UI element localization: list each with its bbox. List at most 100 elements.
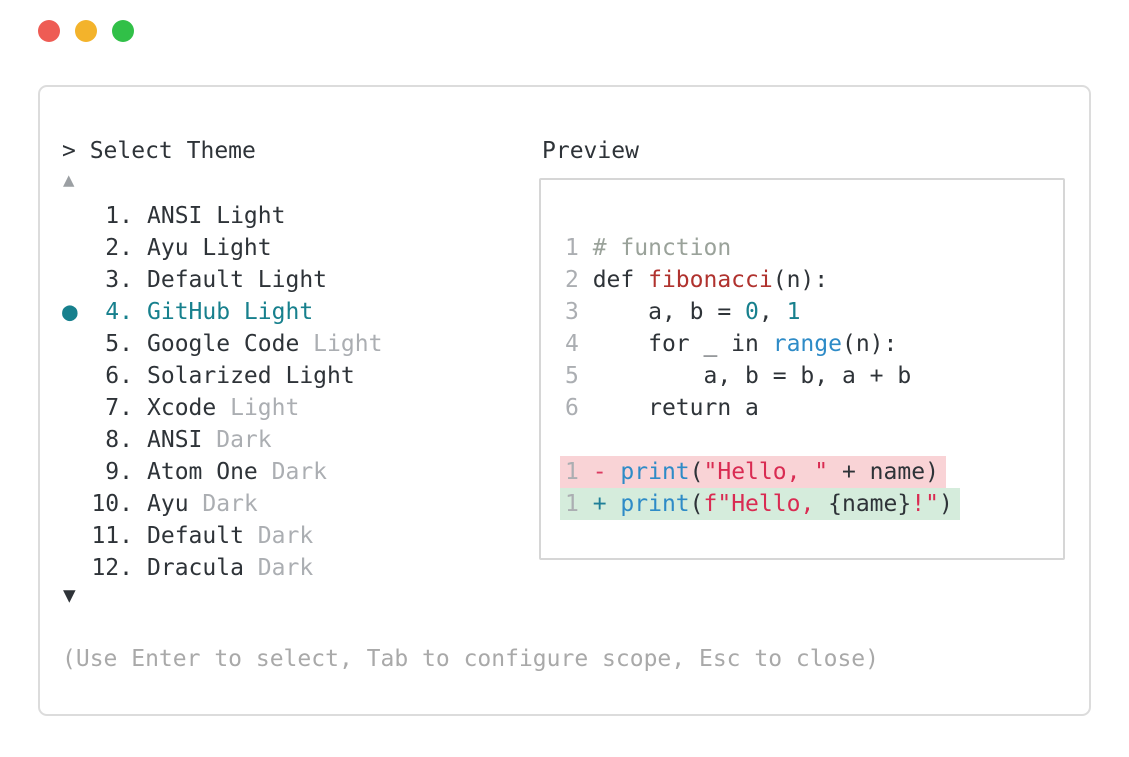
code-token-bi: print — [620, 491, 690, 517]
theme-item-name: Dracula — [147, 555, 244, 581]
code-token-ln: 1 — [565, 491, 593, 517]
theme-list-item[interactable]: 7. Xcode Light — [62, 392, 522, 424]
theme-item-number: 3. — [105, 267, 133, 293]
theme-list-item[interactable]: 9. Atom One Dark — [62, 456, 522, 488]
code-token-num: 1 — [786, 299, 801, 325]
theme-item-number: 9. — [105, 459, 133, 485]
theme-item-variant: Dark — [202, 427, 272, 453]
scroll-down-icon[interactable]: ▼ — [63, 583, 76, 607]
close-window-button[interactable] — [38, 20, 60, 42]
selected-item-bullet-icon: ● — [62, 297, 78, 327]
theme-item-name: Ayu — [147, 491, 189, 517]
theme-list-item[interactable]: ● 4. GitHub Light — [62, 296, 522, 328]
theme-item-variant: Light — [216, 395, 300, 421]
code-token-ln: 1 — [565, 235, 593, 261]
theme-item-name: Default Light — [147, 267, 328, 293]
code-line: 6 return a — [565, 392, 960, 424]
theme-item-number: 4. — [105, 299, 133, 325]
code-token-t: ( — [689, 459, 704, 485]
theme-list: 1. ANSI Light 2. Ayu Light 3. Default Light ● 4… — [62, 200, 522, 584]
theme-item-variant: Dark — [188, 491, 258, 517]
theme-item-variant: Light — [299, 331, 383, 357]
theme-item-variant: Dark — [243, 555, 314, 581]
code-token-ln: 6 — [565, 395, 593, 421]
code-line: 1 - print("Hello, " + name) — [560, 456, 960, 488]
theme-item-number: 10. — [91, 491, 133, 517]
theme-item-name: GitHub Light — [147, 299, 314, 325]
theme-item-variant: Dark — [257, 459, 328, 485]
code-token-bi: print — [620, 459, 690, 485]
theme-list-item[interactable]: 10. Ayu Dark — [62, 488, 522, 520]
code-line: 2 def fibonacci(n): — [565, 264, 960, 296]
code-token-del: - — [592, 459, 621, 485]
code-token-t: , — [758, 299, 787, 325]
theme-item-name: Atom One — [147, 459, 258, 485]
code-token-ln: 2 — [565, 267, 593, 293]
code-token-t: (n): — [772, 267, 829, 293]
window-controls — [38, 20, 134, 42]
minimize-window-button[interactable] — [75, 20, 97, 42]
code-line: 1 # function — [565, 232, 960, 264]
scroll-up-icon[interactable]: ▲ — [63, 169, 75, 191]
theme-list-item[interactable]: 6. Solarized Light — [62, 360, 522, 392]
code-token-str: "Hello, " — [703, 459, 829, 485]
select-theme-title: > Select Theme — [62, 138, 256, 164]
code-token-t: + name) — [828, 459, 939, 485]
diff-removed-line: 1 - print("Hello, " + name) — [560, 456, 946, 488]
code-line: 1 + print(f"Hello, {name}!") — [560, 488, 960, 520]
code-token-ln: 3 — [565, 299, 593, 325]
code-token-t: return a — [592, 395, 759, 421]
code-line: 3 a, b = 0, 1 — [565, 296, 960, 328]
diff-added-line: 1 + print(f"Hello, {name}!") — [560, 488, 960, 520]
theme-item-variant: Dark — [243, 523, 314, 549]
theme-selector-panel: > Select Theme Preview ▲ 1. ANSI Light 2. A… — [38, 85, 1091, 716]
theme-item-number: 12. — [91, 555, 133, 581]
theme-item-name: ANSI Light — [147, 203, 286, 229]
code-line: 5 a, b = b, a + b — [565, 360, 960, 392]
help-text: (Use Enter to select, Tab to configure s… — [62, 646, 879, 672]
code-token-bi: range — [772, 331, 842, 357]
theme-item-name: Google Code — [147, 331, 300, 357]
theme-item-number: 6. — [105, 363, 133, 389]
theme-list-item[interactable]: 3. Default Light — [62, 264, 522, 296]
code-token-str: f"Hello, — [703, 491, 829, 517]
theme-list-item[interactable]: 8. ANSI Dark — [62, 424, 522, 456]
code-token-t: (n): — [841, 331, 898, 357]
theme-item-number: 1. — [105, 203, 133, 229]
code-token-t: ( — [689, 491, 704, 517]
theme-item-number: 7. — [105, 395, 133, 421]
code-token-t: a, b = b, a + b — [592, 363, 912, 389]
theme-list-item[interactable]: 1. ANSI Light — [62, 200, 522, 232]
preview-title: Preview — [542, 138, 639, 164]
theme-list-item[interactable]: 12. Dracula Dark — [62, 552, 522, 584]
code-token-str: !" — [911, 491, 939, 517]
theme-item-name: Default — [147, 523, 244, 549]
code-token-add: + — [592, 491, 621, 517]
theme-item-name: Solarized Light — [147, 363, 355, 389]
theme-item-name: ANSI — [147, 427, 203, 453]
theme-item-number: 11. — [91, 523, 133, 549]
code-token-t: ) — [938, 491, 953, 517]
code-token-cm: # function — [592, 235, 732, 261]
code-token-ln: 5 — [565, 363, 593, 389]
code-token-t: {name} — [828, 491, 912, 517]
theme-item-number: 8. — [105, 427, 133, 453]
code-line: 4 for _ in range(n): — [565, 328, 960, 360]
theme-item-name: Ayu Light — [147, 235, 272, 261]
code-token-t: def — [592, 267, 649, 293]
code-token-ln: 4 — [565, 331, 593, 357]
maximize-window-button[interactable] — [112, 20, 134, 42]
theme-item-name: Xcode — [147, 395, 217, 421]
theme-list-item[interactable]: 5. Google Code Light — [62, 328, 522, 360]
code-token-t: a, b = — [592, 299, 746, 325]
code-token-fn: fibonacci — [648, 267, 773, 293]
theme-item-number: 5. — [105, 331, 133, 357]
theme-list-item[interactable]: 2. Ayu Light — [62, 232, 522, 264]
theme-list-item[interactable]: 11. Default Dark — [62, 520, 522, 552]
theme-item-number: 2. — [105, 235, 133, 261]
code-token-t: for _ in — [592, 331, 773, 357]
code-token-num: 0 — [745, 299, 759, 325]
